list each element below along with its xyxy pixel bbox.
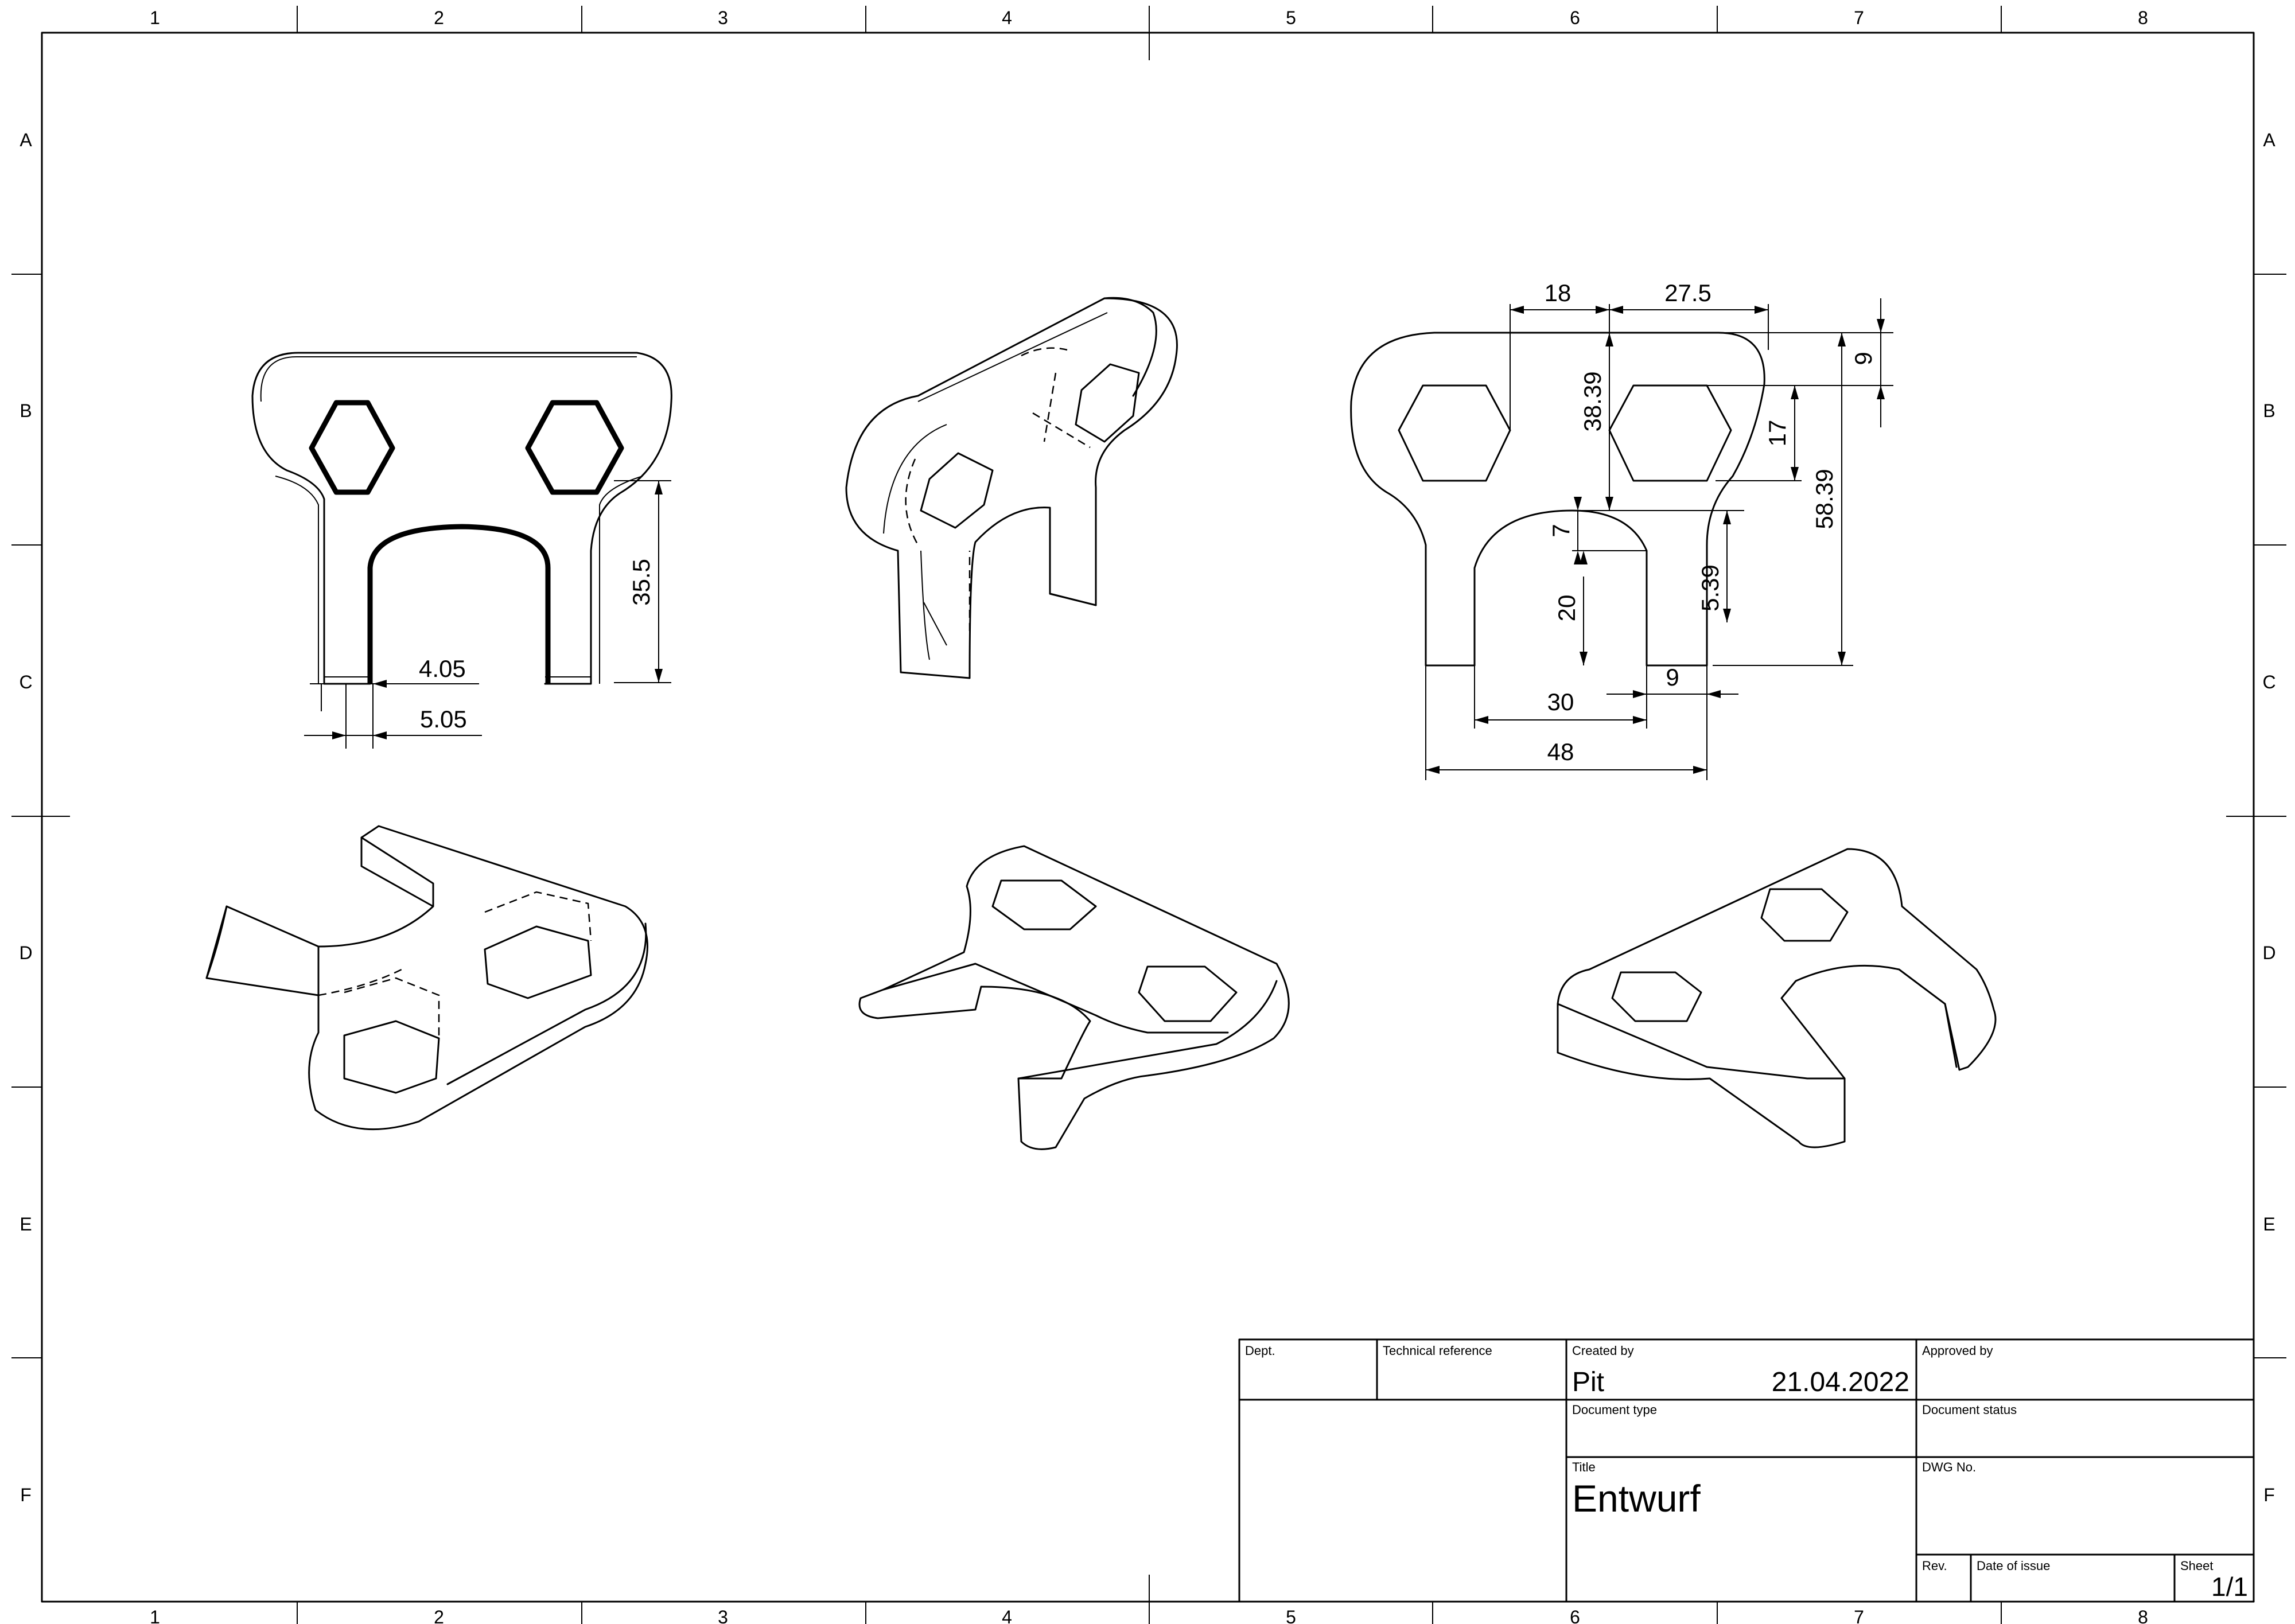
row-label: D — [19, 943, 32, 963]
col-label: 1 — [150, 1607, 160, 1624]
iso-view-bottom-mid — [858, 845, 1290, 1150]
dim-front-width-b: 5.05 — [420, 706, 467, 733]
row-label: F — [20, 1485, 32, 1505]
col-label: 6 — [1570, 7, 1580, 28]
dim-38-39: 38.39 — [1579, 371, 1606, 431]
dim-7: 7 — [1547, 524, 1574, 537]
dim-5-39: 5.39 — [1697, 564, 1724, 612]
tb-sheet: 1/1 — [2211, 1572, 2248, 1602]
col-label: 6 — [1570, 1607, 1580, 1624]
col-label: 4 — [1002, 7, 1012, 28]
col-label: 8 — [2138, 7, 2148, 28]
iso-view-top — [845, 297, 1178, 679]
row-label: F — [2263, 1485, 2275, 1505]
dim-9-bottom: 9 — [1666, 664, 1679, 691]
dim-18: 18 — [1545, 279, 1572, 306]
tb-sheet-label: Sheet — [2180, 1559, 2214, 1573]
dim-9-top: 9 — [1850, 352, 1877, 365]
dim-front-width-a: 4.05 — [419, 655, 466, 682]
row-label: B — [20, 400, 32, 421]
row-label: E — [20, 1214, 32, 1234]
iso-view-bottom-left — [205, 825, 648, 1131]
tb-rev-label: Rev. — [1922, 1559, 1947, 1573]
row-label: A — [2263, 130, 2275, 150]
col-label: 8 — [2138, 1607, 2148, 1624]
tb-date: 21.04.2022 — [1772, 1367, 1909, 1397]
col-label: 2 — [434, 1607, 444, 1624]
tb-approved-by-label: Approved by — [1922, 1343, 1993, 1358]
tb-doc-status-label: Document status — [1922, 1403, 2017, 1417]
col-label: 7 — [1854, 7, 1864, 28]
tb-tech-ref-label: Technical reference — [1383, 1343, 1492, 1358]
col-label: 5 — [1286, 7, 1296, 28]
front-view: 35.5 4.05 5.05 — [251, 352, 672, 749]
tb-date-issue-label: Date of issue — [1977, 1559, 2050, 1573]
col-label: 2 — [434, 7, 444, 28]
tb-title-label: Title — [1572, 1460, 1596, 1474]
drawing-frame — [11, 6, 2286, 1624]
tb-dept-label: Dept. — [1245, 1343, 1275, 1358]
dim-17: 17 — [1764, 420, 1791, 447]
row-label: D — [2262, 943, 2275, 963]
title-block: Dept. Technical reference Created by Pit… — [1238, 1338, 2255, 1603]
tb-dwg-label: DWG No. — [1922, 1460, 1976, 1474]
row-label: E — [2263, 1214, 2275, 1234]
iso-view-bottom-right — [1557, 848, 1997, 1148]
tb-created-by: Pit — [1572, 1367, 1604, 1397]
tb-title: Entwurf — [1572, 1477, 1701, 1520]
dim-front-height: 35.5 — [628, 559, 655, 606]
side-view-dimensioned: 18 27.5 38.39 9 17 58.39 7 20 — [1350, 279, 1893, 780]
row-label: C — [19, 672, 32, 692]
dim-20: 20 — [1553, 595, 1580, 622]
tb-created-by-label: Created by — [1572, 1343, 1634, 1358]
dim-48: 48 — [1547, 738, 1574, 765]
tb-doc-type-label: Document type — [1572, 1403, 1657, 1417]
col-label: 5 — [1286, 1607, 1296, 1624]
dim-30: 30 — [1547, 688, 1574, 715]
dim-27-5: 27.5 — [1664, 279, 1711, 306]
col-label: 3 — [718, 7, 728, 28]
row-label: C — [2262, 672, 2275, 692]
col-label: 3 — [718, 1607, 728, 1624]
dim-58-39: 58.39 — [1811, 469, 1838, 529]
col-label: 7 — [1854, 1607, 1864, 1624]
row-label: A — [20, 130, 32, 150]
col-label: 4 — [1002, 1607, 1012, 1624]
row-label: B — [2263, 400, 2275, 421]
col-label: 1 — [150, 7, 160, 28]
